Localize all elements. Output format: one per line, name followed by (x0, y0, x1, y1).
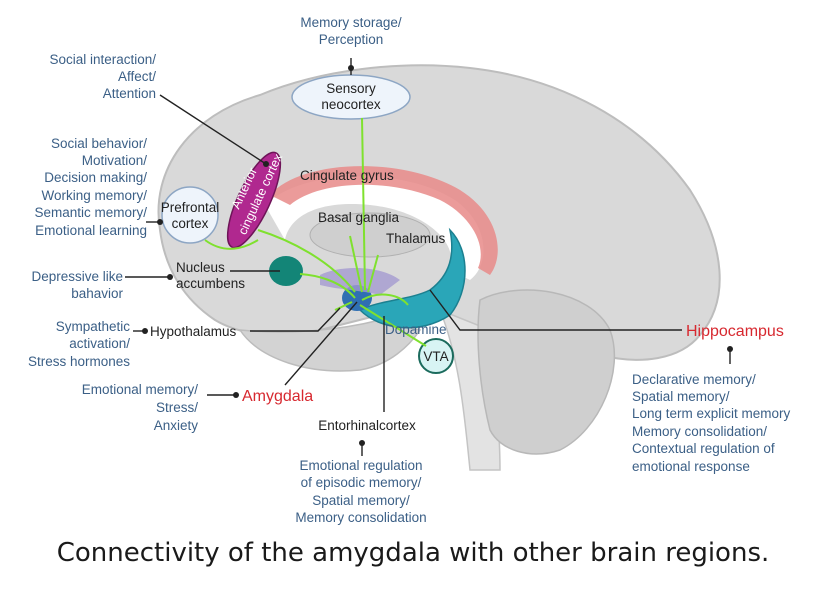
func-hypo-1: Sympathetic (56, 319, 131, 334)
connection-arrows (204, 117, 427, 347)
func-hippo-3: Long term explicit memory (632, 406, 791, 421)
label-hippocampus: Hippocampus (686, 323, 784, 340)
leader-lines (125, 58, 733, 456)
cingulate-gyrus-shape (270, 166, 498, 275)
func-pfc-5: Semantic memory/ (34, 205, 147, 220)
arrow-from-vta (359, 304, 427, 347)
arrow-to-sensory-neocortex (361, 117, 366, 291)
label-entorhinal: Entorhinalcortex (318, 418, 416, 433)
func-amyg-3: Anxiety (154, 418, 199, 433)
func-hypo-3: Stress hormones (28, 354, 130, 369)
label-amygdala: Amygdala (242, 388, 313, 405)
func-ent-1: Emotional regulation (299, 458, 422, 473)
label-sensory-neocortex-1: Sensory (326, 81, 376, 96)
func-ent-4: Memory consolidation (295, 510, 426, 525)
func-sensory-2: Perception (319, 32, 384, 47)
func-pfc-4: Working memory/ (41, 188, 147, 203)
func-hippo-2: Spatial memory/ (632, 389, 730, 404)
func-nacc-2: bahavior (71, 286, 123, 301)
leader-hippocampus (429, 289, 682, 331)
label-dopamine: Dopamine (385, 322, 447, 337)
label-cingulate-gyrus: Cingulate gyrus (300, 168, 394, 183)
func-ent-3: Spatial memory/ (312, 493, 410, 508)
leader-hypothalamus-region (250, 307, 341, 332)
arrow-to-pfc (204, 239, 259, 250)
leader-acc (159, 94, 267, 165)
func-hypo-2: activation/ (69, 336, 130, 351)
label-prefrontal-2: cortex (172, 216, 209, 231)
func-hippo-4: Memory consolidation/ (632, 424, 767, 439)
func-hippo-1: Declarative memory/ (632, 372, 756, 387)
label-sensory-neocortex-2: neocortex (321, 97, 381, 112)
nucleus-accumbens-shape (269, 256, 303, 286)
cerebellum (477, 289, 616, 455)
func-hippo-6: emotional response (632, 459, 750, 474)
label-nacc-2: accumbens (176, 276, 245, 291)
func-pfc-6: Emotional learning (35, 223, 147, 238)
basal-ganglia-shape (309, 212, 431, 258)
anterior-cingulate-cortex-shape (226, 151, 282, 249)
corpus-callosum-white (265, 176, 484, 280)
arrow-to-hippocampus (361, 293, 409, 306)
func-acc-1: Social interaction/ (49, 52, 156, 67)
func-amyg-2: Stress/ (156, 400, 198, 415)
figure-caption: Connectivity of the amygdala with other … (56, 538, 770, 568)
leader-amygdala-region (284, 301, 358, 386)
label-vta: VTA (423, 349, 448, 364)
func-acc-2: Affect/ (118, 69, 156, 84)
arrow-to-hypothalamus (334, 301, 353, 311)
func-sensory-1: Memory storage/ (300, 15, 402, 30)
hippocampus-shape (358, 227, 466, 329)
arrow-to-basal-ganglia (349, 235, 363, 293)
func-ent-2: of episodic memory/ (301, 475, 422, 490)
label-hypothalamus: Hypothalamus (150, 324, 237, 339)
func-pfc-3: Decision making/ (44, 170, 147, 185)
prefrontal-cortex-bubble (161, 186, 219, 244)
arrow-to-thalamus (367, 254, 379, 293)
func-acc-3: Attention (103, 86, 156, 101)
arrow-to-acc (257, 229, 356, 293)
label-nacc-1: Nucleus (176, 260, 225, 275)
func-pfc-2: Motivation/ (82, 153, 148, 168)
arrow-to-nacc (299, 273, 356, 299)
label-prefrontal-1: Prefrontal (161, 200, 220, 215)
func-hippo-5: Contextual regulation of (632, 441, 775, 456)
func-pfc-1: Social behavior/ (51, 136, 147, 151)
label-thalamus: Thalamus (386, 231, 446, 246)
label-basal-ganglia: Basal ganglia (318, 210, 400, 225)
vta-bubble (418, 338, 454, 374)
func-nacc-1: Depressive like (31, 269, 123, 284)
func-amyg-1: Emotional memory/ (82, 382, 199, 397)
function-labels: Memory storage/ Perception Social intera… (28, 15, 791, 525)
brain-illustration (157, 64, 721, 471)
